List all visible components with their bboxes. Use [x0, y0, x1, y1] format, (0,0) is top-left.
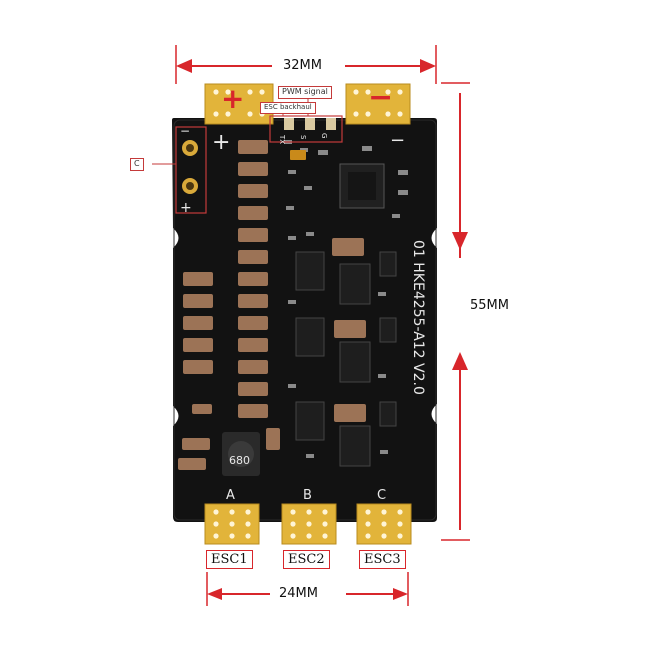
board-model-text: 01 HKE4255-A12 V2.0 — [410, 240, 426, 395]
header-pin-s: S — [299, 135, 307, 140]
board-plus-marker: + — [212, 130, 230, 155]
phase-label-b: B — [303, 488, 312, 503]
bottom-dimension-label: 24MM — [279, 586, 318, 601]
c-annotation-box — [175, 126, 207, 214]
phase-label-a: A — [226, 488, 235, 503]
header-annotation-box — [269, 115, 343, 143]
esc3-label: ESC3 — [359, 550, 406, 569]
mosfet-stage-2 — [295, 317, 397, 383]
mosfet-stage-3 — [295, 401, 397, 467]
phase-pad-b — [281, 503, 337, 545]
c-note: C — [130, 158, 144, 171]
capacitor-array — [178, 140, 268, 470]
width-dimension-label: 32MM — [283, 58, 322, 73]
left-signal-pads — [182, 140, 198, 194]
esc1-label: ESC1 — [206, 550, 253, 569]
positive-pad-sign: + — [221, 82, 245, 115]
pwm-signal-note: PWM signal — [278, 86, 332, 99]
mosfet-stage-1 — [295, 238, 397, 305]
esc2-label: ESC2 — [283, 550, 330, 569]
signal-header-pads — [284, 118, 336, 130]
header-pin-tx: TX — [278, 134, 286, 144]
header-pin-g: G — [320, 133, 328, 138]
negative-pad-sign: − — [368, 80, 394, 115]
esc-backhaul-note: ESC backhaul — [260, 102, 316, 114]
board-minus-marker: − — [390, 130, 405, 151]
inductor — [222, 432, 260, 476]
side-plus-marker: + — [180, 200, 192, 216]
microcontroller — [339, 163, 385, 209]
height-dimension-label: 55MM — [470, 298, 509, 313]
inductor-marking: 680 — [229, 454, 250, 467]
bottom-dimension-arrow — [206, 572, 409, 606]
negative-power-pad — [345, 83, 411, 125]
right-dimension-arrow — [441, 82, 470, 541]
phase-pad-c — [356, 503, 412, 545]
side-minus-marker: − — [180, 124, 190, 138]
small-passives — [266, 140, 408, 458]
phase-pad-a — [204, 503, 260, 545]
top-dimension-arrow — [175, 45, 437, 84]
phase-label-c: C — [377, 488, 386, 503]
